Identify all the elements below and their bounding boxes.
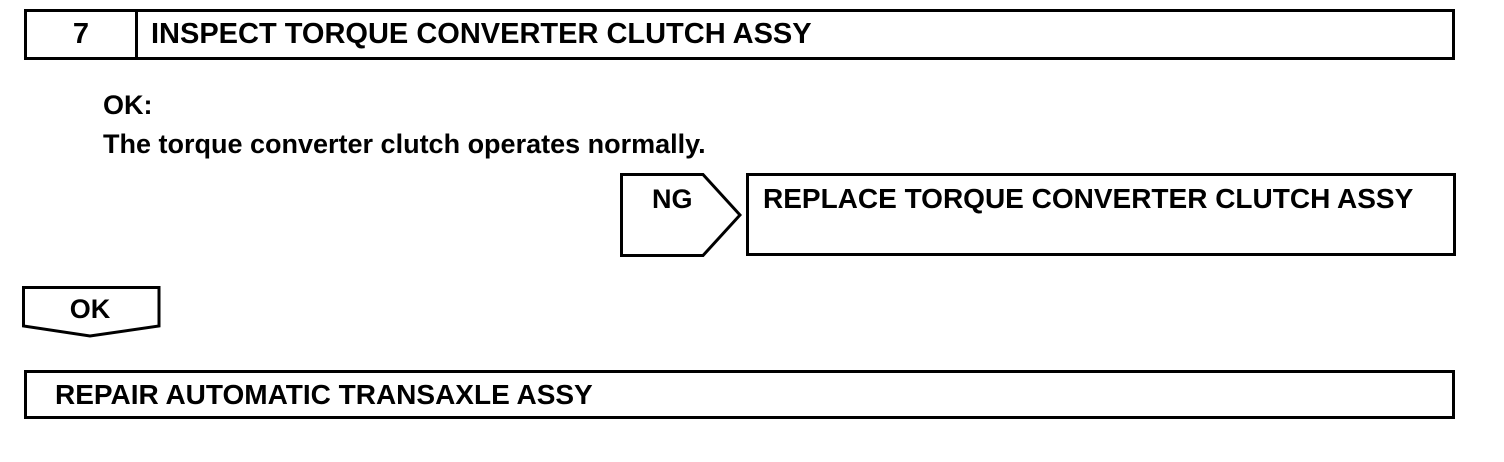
ok-criteria-label: OK: bbox=[103, 90, 153, 120]
ng-result-text: REPLACE TORQUE CONVERTER CLUTCH ASSY bbox=[763, 183, 1414, 214]
step-title: INSPECT TORQUE CONVERTER CLUTCH ASSY bbox=[151, 18, 812, 50]
ng-result-box: REPLACE TORQUE CONVERTER CLUTCH ASSY bbox=[746, 173, 1456, 256]
ok-criteria-description: The torque converter clutch operates nor… bbox=[103, 129, 706, 159]
step-number: 7 bbox=[27, 12, 138, 57]
step-header-box: 7 INSPECT TORQUE CONVERTER CLUTCH ASSY bbox=[24, 9, 1455, 60]
ok-branch-label: OK bbox=[69, 294, 111, 324]
ng-arrow-shape bbox=[620, 173, 742, 257]
ok-arrow-shape bbox=[22, 286, 161, 338]
final-step-text: REPAIR AUTOMATIC TRANSAXLE ASSY bbox=[55, 378, 593, 410]
ng-branch-label: NG bbox=[652, 184, 693, 214]
final-step-box: REPAIR AUTOMATIC TRANSAXLE ASSY bbox=[24, 370, 1455, 419]
